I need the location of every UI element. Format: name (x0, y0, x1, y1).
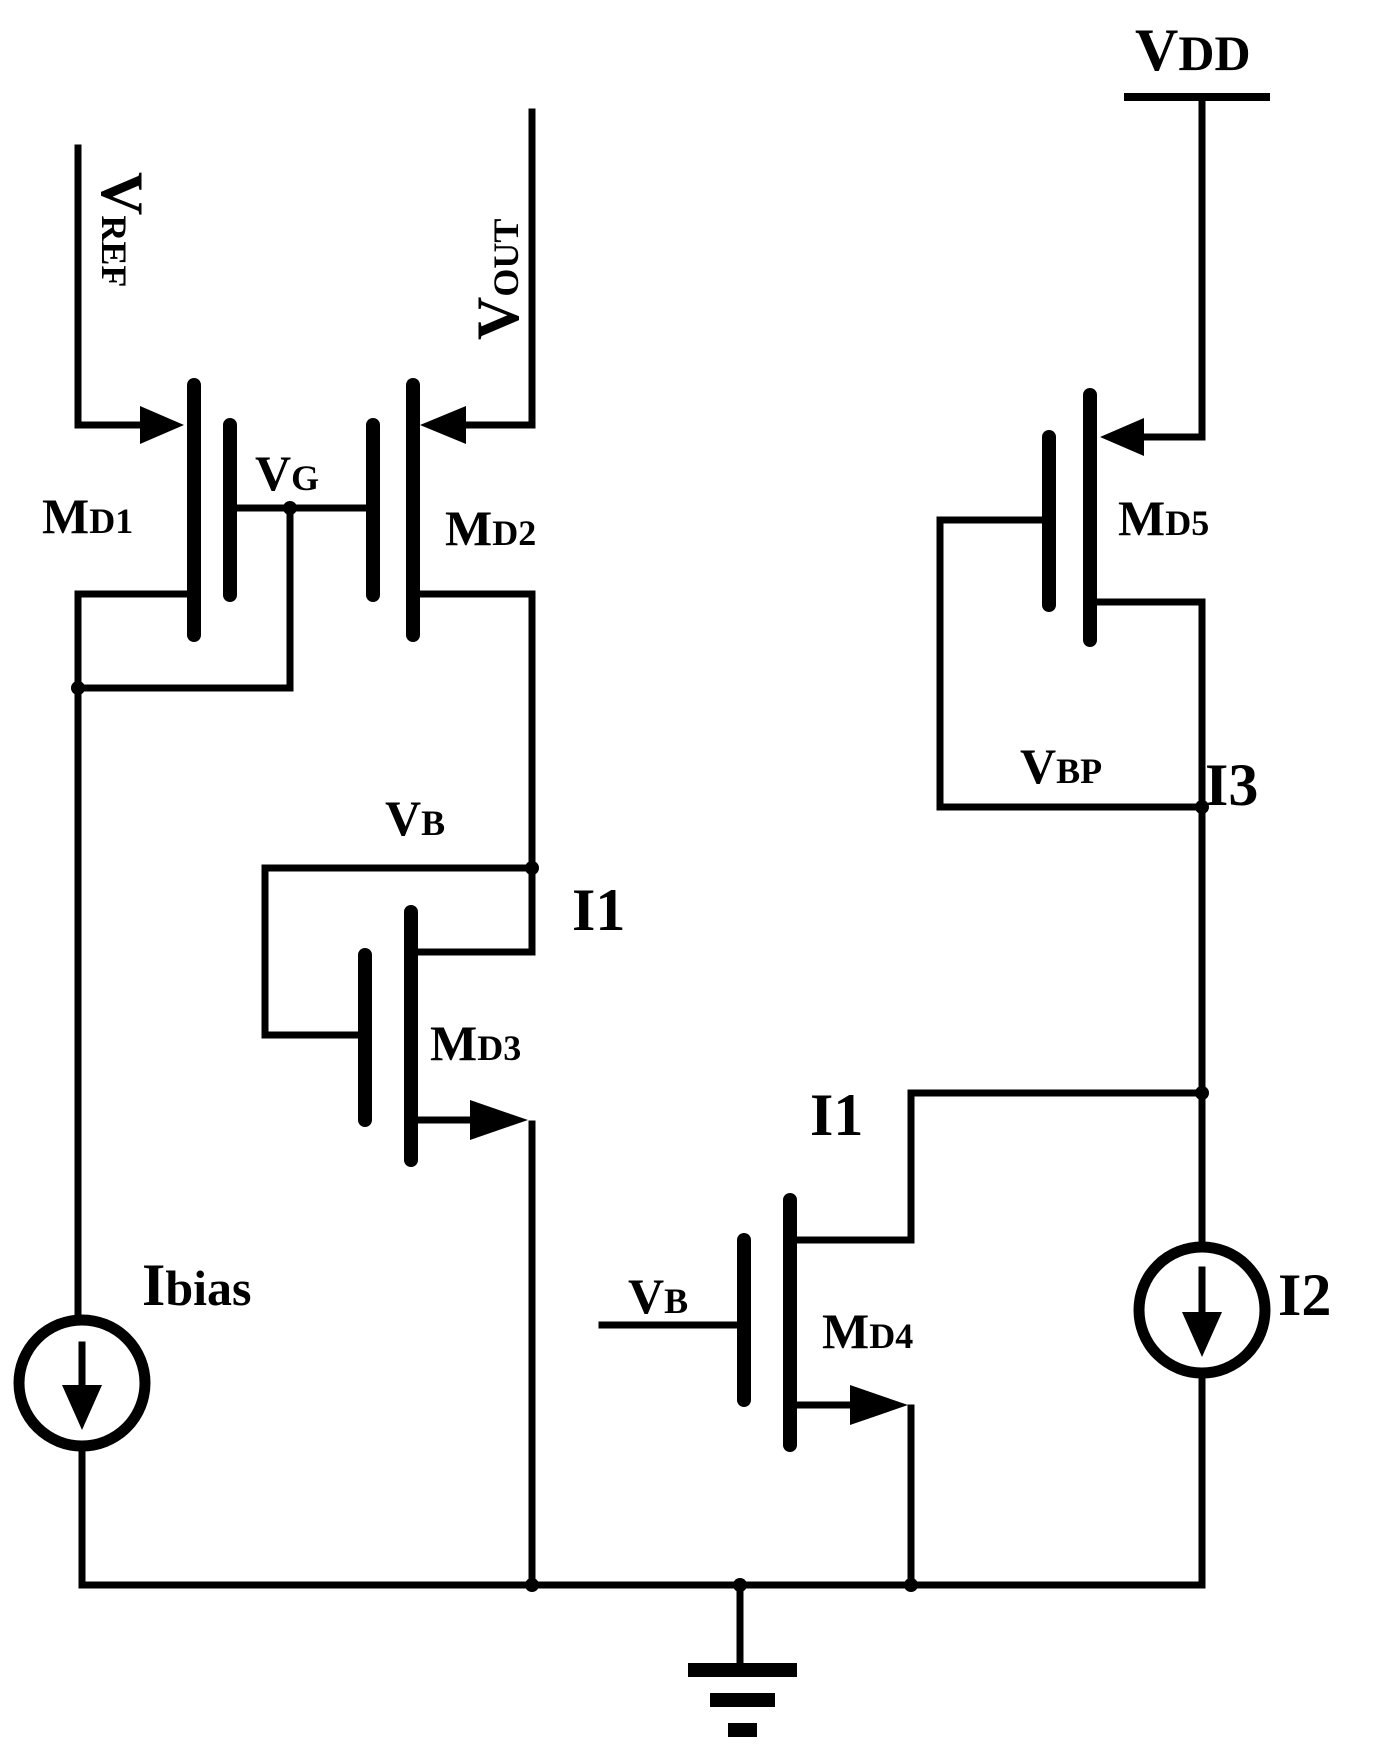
vg-node (74, 501, 297, 692)
transistor-md2 (366, 108, 536, 872)
vdd-supply (1124, 93, 1270, 441)
md5-label: MD5 (1118, 490, 1209, 546)
vout-label: VOUT (465, 219, 531, 340)
md2-label: MD2 (445, 500, 536, 556)
ibias-label: Ibias (142, 1252, 252, 1318)
md4-label: MD4 (822, 1303, 913, 1359)
vdd-label: VDD (1135, 17, 1251, 83)
transistor-md4 (598, 1086, 1209, 1589)
i1-bottom-label: I1 (810, 1082, 863, 1148)
vb-bottom-label: VB (628, 1268, 688, 1324)
transistor-md1 (74, 144, 371, 692)
vbp-label: VBP (1020, 738, 1102, 794)
vg-label: VG (255, 445, 319, 501)
ibias-current-source (13, 681, 1206, 1589)
i3-label: I3 (1205, 752, 1258, 818)
transistor-md5 (936, 388, 1209, 1249)
vref-label: VREF (89, 172, 155, 287)
md3-label: MD3 (430, 1015, 521, 1071)
i2-label: I2 (1278, 1262, 1331, 1328)
vb-top-label: VB (385, 790, 445, 846)
i2-current-source (1133, 1241, 1271, 1589)
i1-top-label: I1 (572, 877, 625, 943)
transistor-md3 (261, 861, 539, 1589)
ground-symbol (525, 1578, 918, 1737)
md1-label: MD1 (42, 488, 133, 544)
